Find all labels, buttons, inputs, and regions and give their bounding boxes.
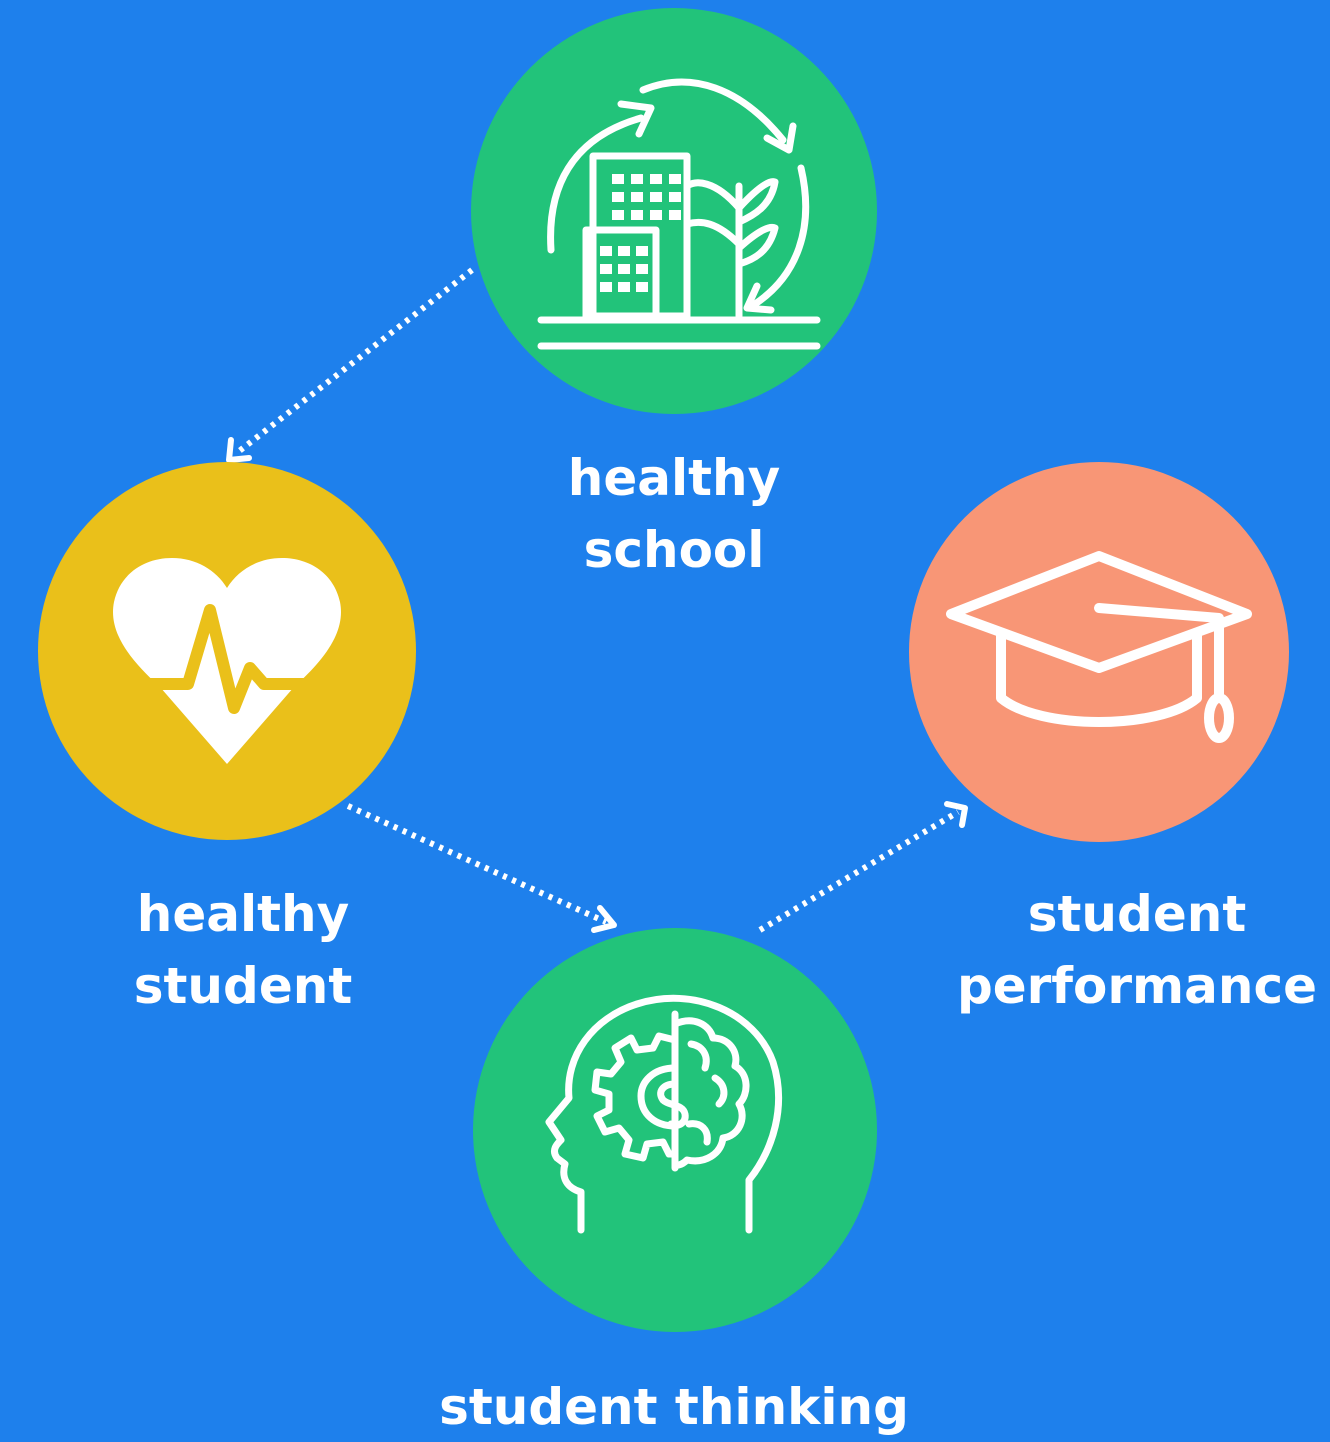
node-healthy-school <box>471 8 877 414</box>
node-healthy-student <box>38 462 416 840</box>
label-healthy-school-line1: healthy <box>567 449 781 507</box>
label-student-performance: student performance <box>937 878 1330 1022</box>
node-student-performance <box>909 462 1289 842</box>
node-student-thinking <box>473 928 877 1332</box>
head-brain-gear-icon <box>545 994 783 1234</box>
label-healthy-student: healthy student <box>43 878 443 1022</box>
label-student-performance-line2: performance <box>956 957 1318 1015</box>
label-student-thinking-line1: student thinking <box>439 1378 909 1436</box>
link-thinking-to-performance <box>758 809 960 933</box>
graduation-cap-icon <box>946 551 1252 743</box>
link-school-to-student <box>236 267 474 455</box>
link-school-to-student-arrowhead <box>226 437 252 463</box>
label-student-performance-line1: student <box>1027 885 1247 943</box>
link-student-to-thinking-arrowhead <box>591 905 617 933</box>
heart-pulse-icon <box>113 558 341 764</box>
label-healthy-student-line2: student <box>133 957 353 1015</box>
link-student-to-thinking <box>346 803 608 925</box>
eco-building-cycle-icon <box>537 78 821 350</box>
label-healthy-school: healthy school <box>474 442 874 586</box>
label-student-thinking: student thinking <box>374 1372 974 1442</box>
label-healthy-school-line2: school <box>583 521 765 579</box>
link-thinking-to-performance-arrowhead <box>944 801 968 828</box>
label-healthy-student-line1: healthy <box>136 885 350 943</box>
